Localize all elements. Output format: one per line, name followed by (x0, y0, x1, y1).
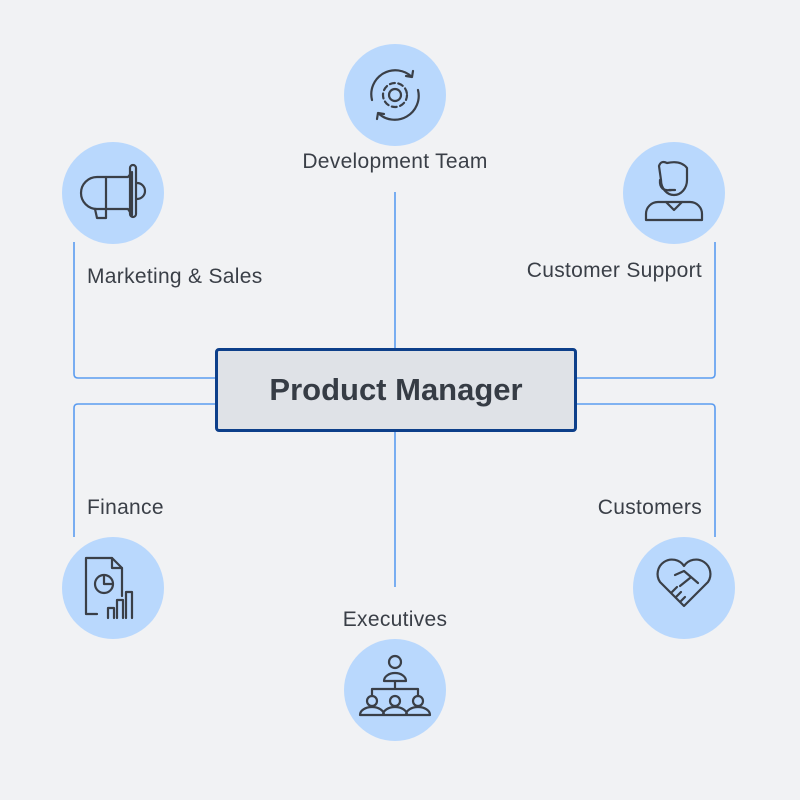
customers-circle (633, 537, 735, 639)
connector-customers (577, 403, 716, 537)
product-manager-label: Product Manager (269, 372, 523, 407)
label-customer-support: Customer Support (526, 259, 702, 282)
product-manager-node: Product Manager (215, 348, 577, 432)
label-development-team: Development Team (302, 150, 488, 173)
megaphone-icon (79, 163, 147, 220)
connector-marketing (73, 242, 215, 379)
label-executives: Executives (342, 608, 448, 631)
label-customers: Customers (597, 496, 702, 519)
label-marketing-sales: Marketing & Sales (87, 265, 263, 288)
marketing-circle (62, 142, 164, 244)
development-circle (344, 44, 446, 146)
connector-finance (73, 403, 215, 537)
gear-cycle-icon (370, 69, 420, 121)
support-agent-headset-icon (644, 160, 704, 222)
connector-support (577, 242, 716, 379)
org-hierarchy-icon (358, 654, 432, 717)
support-circle (623, 142, 725, 244)
financial-report-icon (84, 556, 134, 620)
label-finance: Finance (87, 496, 164, 519)
handshake-heart-icon (656, 558, 712, 608)
